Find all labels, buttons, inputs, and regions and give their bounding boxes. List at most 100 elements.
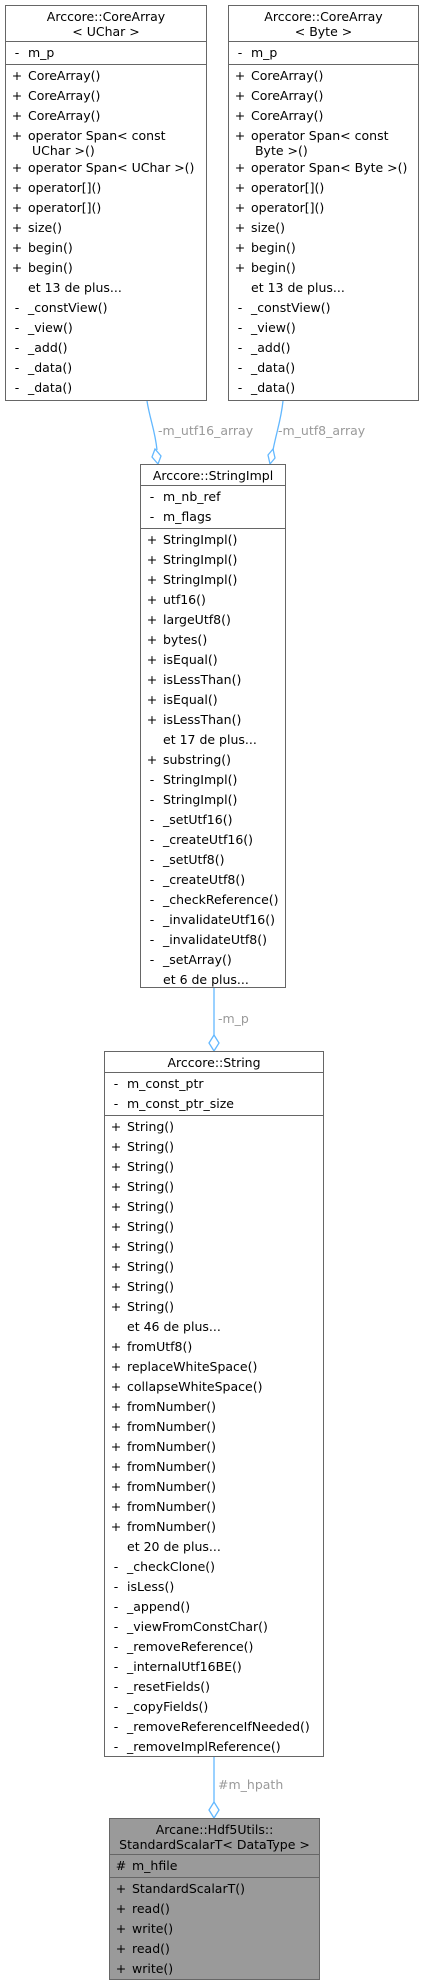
class-method: +CoreArray() <box>229 86 418 106</box>
method-name: et 13 de plus... <box>251 280 345 295</box>
visibility-marker: + <box>146 632 158 647</box>
method-name: _resetFields() <box>127 1679 211 1694</box>
visibility-marker: - <box>113 1659 119 1674</box>
visibility-marker: + <box>146 572 158 587</box>
method-name: _data() <box>251 360 296 375</box>
method-name: _createUtf16() <box>163 832 254 847</box>
visibility-marker: + <box>110 1219 122 1234</box>
class-method: +utf16() <box>141 590 285 610</box>
class-method: -_add() <box>229 338 418 358</box>
class-attributes: # m_hfile <box>110 1855 319 1877</box>
class-method: -_removeReference() <box>105 1637 323 1657</box>
method-name: isLessThan() <box>163 712 242 727</box>
visibility-marker: - <box>237 380 243 395</box>
class-method: -_invalidateUtf8() <box>141 930 285 950</box>
method-name: collapseWhiteSpace() <box>127 1379 263 1394</box>
class-method: +begin() <box>229 238 418 258</box>
class-title-line: StandardScalarT< DataType > <box>119 1837 310 1852</box>
class-attributes: -m_p <box>6 42 206 64</box>
class-method: +replaceWhiteSpace() <box>105 1357 323 1377</box>
class-title-line: Arcane::Hdf5Utils:: <box>155 1822 274 1837</box>
class-standard-scalar[interactable]: Arcane::Hdf5Utils::StandardScalarT< Data… <box>109 1818 320 1980</box>
class-method: + String() <box>105 1297 323 1317</box>
visibility-marker: - <box>113 1076 119 1091</box>
class-method: + substring() <box>141 750 285 770</box>
class-method: +String() <box>105 1237 323 1257</box>
method-name: StandardScalarT() <box>132 1881 245 1896</box>
class-method: +collapseWhiteSpace() <box>105 1377 323 1397</box>
class-method: +size() <box>229 218 418 238</box>
method-name: substring() <box>163 752 232 767</box>
class-core-array-byte[interactable]: Arccore::CoreArray< Byte >-m_p+CoreArray… <box>228 5 419 401</box>
visibility-marker: + <box>110 1399 122 1414</box>
method-name: fromNumber() <box>127 1419 217 1434</box>
method-name: _checkClone() <box>127 1559 216 1574</box>
edge-utf16-array <box>146 400 158 451</box>
class-method: +operator Span< const UChar >() <box>6 126 206 158</box>
method-name: CoreArray() <box>251 88 324 103</box>
visibility-marker: + <box>110 1119 122 1134</box>
visibility-marker: + <box>146 672 158 687</box>
visibility-marker: + <box>110 1299 122 1314</box>
visibility-marker: + <box>146 532 158 547</box>
visibility-marker: + <box>234 128 246 143</box>
class-attribute: -m_const_ptr_size <box>105 1094 323 1114</box>
class-method: -_setArray() <box>141 950 285 970</box>
method-name: operator Span< const UChar >() <box>28 128 166 158</box>
method-name: _createUtf8() <box>163 872 246 887</box>
more-members-label: et 6 de plus... <box>141 970 285 990</box>
visibility-marker: - <box>149 832 155 847</box>
method-name: largeUtf8() <box>163 612 231 627</box>
edge-label-hpath: #m_hpath <box>218 1777 284 1792</box>
visibility-marker: + <box>110 1259 122 1274</box>
method-name: read() <box>132 1941 170 1956</box>
class-title-line: Arccore::String <box>167 1055 261 1070</box>
edge-utf16-diamond <box>151 447 162 466</box>
visibility-marker: + <box>146 692 158 707</box>
class-string[interactable]: Arccore::String-m_const_ptr-m_const_ptr_… <box>104 1051 324 1757</box>
visibility-marker: - <box>113 1639 119 1654</box>
method-name: _setUtf8() <box>163 852 225 867</box>
attribute-name: m_flags <box>163 509 212 524</box>
class-method: +fromUtf8() <box>105 1337 323 1357</box>
class-method: -isLess() <box>105 1577 323 1597</box>
method-name: isLessThan() <box>163 672 242 687</box>
method-name: StringImpl() <box>163 772 238 787</box>
visibility-marker: + <box>11 180 23 195</box>
method-name: isEqual() <box>163 692 218 707</box>
class-method: +String() <box>105 1117 323 1137</box>
visibility-marker: + <box>146 552 158 567</box>
class-method: + isLessThan() <box>141 670 285 690</box>
method-name: begin() <box>28 240 73 255</box>
visibility-marker: - <box>14 380 20 395</box>
visibility-marker: - <box>149 952 155 967</box>
method-name: _data() <box>28 380 73 395</box>
class-core-array-uchar[interactable]: Arccore::CoreArray< UChar >-m_p+CoreArra… <box>5 5 207 401</box>
class-method: +bytes() <box>141 630 285 650</box>
visibility-marker: - <box>113 1699 119 1714</box>
method-name: begin() <box>251 260 296 275</box>
more-members-label: et 20 de plus... <box>105 1537 323 1557</box>
class-string-impl[interactable]: Arccore::StringImpl-m_nb_ref-m_flags+Str… <box>140 464 286 988</box>
attribute-name: m_hfile <box>132 1858 178 1873</box>
visibility-marker: + <box>115 1921 127 1936</box>
visibility-marker: + <box>110 1159 122 1174</box>
method-name: write() <box>132 1961 174 1976</box>
class-method: +String() <box>105 1257 323 1277</box>
method-name: _data() <box>251 380 296 395</box>
visibility-marker: + <box>146 752 158 767</box>
visibility-marker: # <box>115 1858 127 1873</box>
visibility-marker: + <box>110 1459 122 1474</box>
method-name: _internalUtf16BE() <box>127 1659 242 1674</box>
class-method: +operator Span< Byte >() <box>229 158 418 178</box>
method-name: size() <box>28 220 62 235</box>
method-name: String() <box>127 1199 175 1214</box>
class-methods: +String()+String()+String()+String()+Str… <box>105 1115 323 1758</box>
class-method: -_createUtf8() <box>141 870 285 890</box>
method-name: CoreArray() <box>251 108 324 123</box>
method-name: CoreArray() <box>28 88 101 103</box>
method-name: isLess() <box>127 1579 175 1594</box>
method-name: String() <box>127 1139 175 1154</box>
method-name: _copyFields() <box>127 1699 209 1714</box>
method-name: String() <box>127 1299 175 1314</box>
